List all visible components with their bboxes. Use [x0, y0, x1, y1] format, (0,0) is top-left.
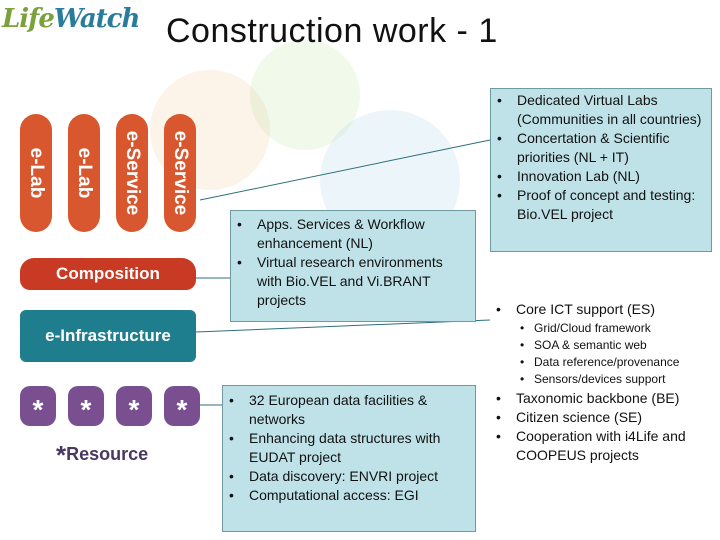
ict-item: Citizen science (SE): [490, 408, 708, 427]
ict-item: Cooperation with i4Life and COOPEUS proj…: [490, 427, 708, 465]
callout-item: Data discovery: ENVRI project: [223, 467, 471, 486]
callout-item: Computational access: EGI: [223, 486, 471, 505]
callout-item: Concertation & Scientific priorities (NL…: [491, 129, 705, 167]
ict-sub-item: Sensors/devices support: [490, 371, 716, 388]
ict-item: Taxonomic backbone (BE): [490, 389, 708, 408]
apps-callout: Apps. Services & Workflow enhancement (N…: [230, 210, 476, 322]
ict-connector: [195, 319, 491, 333]
callout-item: Apps. Services & Workflow enhancement (N…: [231, 215, 457, 253]
ict-title: Core ICT support (ES): [490, 300, 716, 319]
lifewatch-logo: LifeWatch: [2, 4, 140, 44]
pillar-e-lab-2: e-Lab: [68, 114, 100, 232]
resource-text: Resource: [66, 444, 149, 464]
resource-block-2: *: [68, 386, 104, 426]
pillar-e-lab-1: e-Lab: [20, 114, 52, 232]
resource-label: *Resource: [56, 440, 148, 471]
callout-item: Enhancing data structures with EUDAT pro…: [223, 429, 471, 467]
pillar-label: e-Lab: [74, 147, 95, 199]
background-shape: [250, 40, 360, 150]
ict-sub-item: Data reference/provenance: [490, 354, 716, 371]
data-facilities-callout: 32 European data facilities & networks E…: [222, 385, 476, 532]
pillar-label: e-Lab: [26, 147, 47, 199]
callout-item: Virtual research environments with Bio.V…: [231, 253, 457, 310]
pillar-label: e-Service: [170, 130, 191, 216]
pillar-e-service-1: e-Service: [116, 114, 148, 232]
pillar-label: e-Service: [122, 130, 143, 216]
resource-asterisk: *: [56, 440, 67, 470]
logo-text-watch: Watch: [53, 4, 141, 34]
callout-item: Proof of concept and testing: Bio.VEL pr…: [491, 186, 705, 224]
resource-block-3: *: [116, 386, 152, 426]
page-title: Construction work - 1: [166, 12, 498, 50]
logo-text-life: Life: [2, 4, 55, 34]
resource-block-1: *: [20, 386, 56, 426]
callout-item: Dedicated Virtual Labs (Communities in a…: [491, 91, 705, 129]
ict-sub-item: Grid/Cloud framework: [490, 320, 716, 337]
labs-connector: [199, 139, 491, 201]
core-ict-list: Core ICT support (ES) Grid/Cloud framewo…: [490, 300, 716, 465]
callout-item: Innovation Lab (NL): [491, 167, 705, 186]
callout-item: 32 European data facilities & networks: [223, 391, 471, 429]
ict-sub-item: SOA & semantic web: [490, 337, 716, 354]
resource-block-4: *: [164, 386, 200, 426]
composition-layer: Composition: [20, 258, 196, 290]
pillar-e-service-2: e-Service: [164, 114, 196, 232]
e-infrastructure-layer: e-Infrastructure: [20, 310, 196, 362]
virtual-labs-callout: Dedicated Virtual Labs (Communities in a…: [490, 88, 712, 252]
